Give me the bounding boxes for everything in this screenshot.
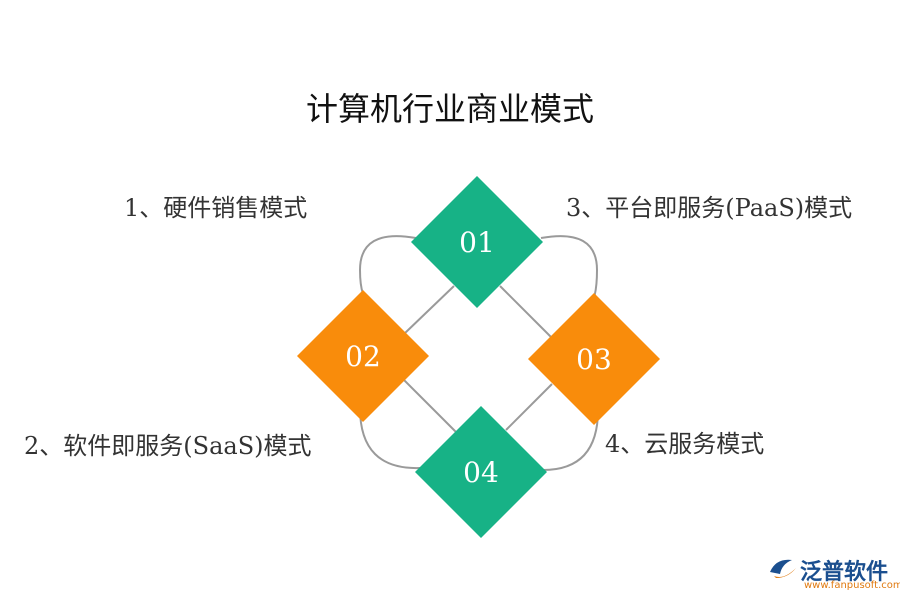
connector-inner-01-02 (403, 285, 455, 335)
diamond-01: 01 (411, 176, 543, 308)
diamond-03: 03 (528, 293, 660, 425)
connector-inner-01-03 (499, 285, 553, 339)
connector-inner-02-04 (403, 379, 457, 433)
diamond-04-number: 04 (463, 456, 499, 489)
connector-inner-03-04 (505, 383, 553, 431)
fanpu-logo: 泛普软件 www.fanpusoft.com (766, 552, 900, 596)
label-saas: 2、软件即服务(SaaS)模式 (24, 432, 312, 460)
diamond-03-shape (528, 293, 660, 425)
label-hardware-sales: 1、硬件销售模式 (124, 194, 308, 222)
logo-url: www.fanpusoft.com (804, 580, 900, 591)
diamond-03-number: 03 (576, 343, 612, 376)
connector-loop-left-bottom (359, 407, 421, 470)
diamond-01-number: 01 (459, 226, 495, 259)
label-paas: 3、平台即服务(PaaS)模式 (566, 194, 853, 222)
fanpu-logo-mark-icon (770, 559, 796, 578)
diamond-02-number: 02 (345, 340, 381, 373)
diamond-02-shape (297, 290, 429, 422)
diamond-01-shape (411, 176, 543, 308)
connector-loop-right-bottom (542, 409, 599, 471)
diamond-04-shape (415, 406, 547, 538)
label-cloud-service: 4、云服务模式 (605, 430, 765, 458)
diagram-title: 计算机行业商业模式 (305, 90, 594, 128)
diamond-02: 02 (297, 290, 429, 422)
logo-name: 泛普软件 (800, 560, 889, 585)
connector-loop-right-top (540, 235, 599, 310)
diamond-04: 04 (415, 406, 547, 538)
